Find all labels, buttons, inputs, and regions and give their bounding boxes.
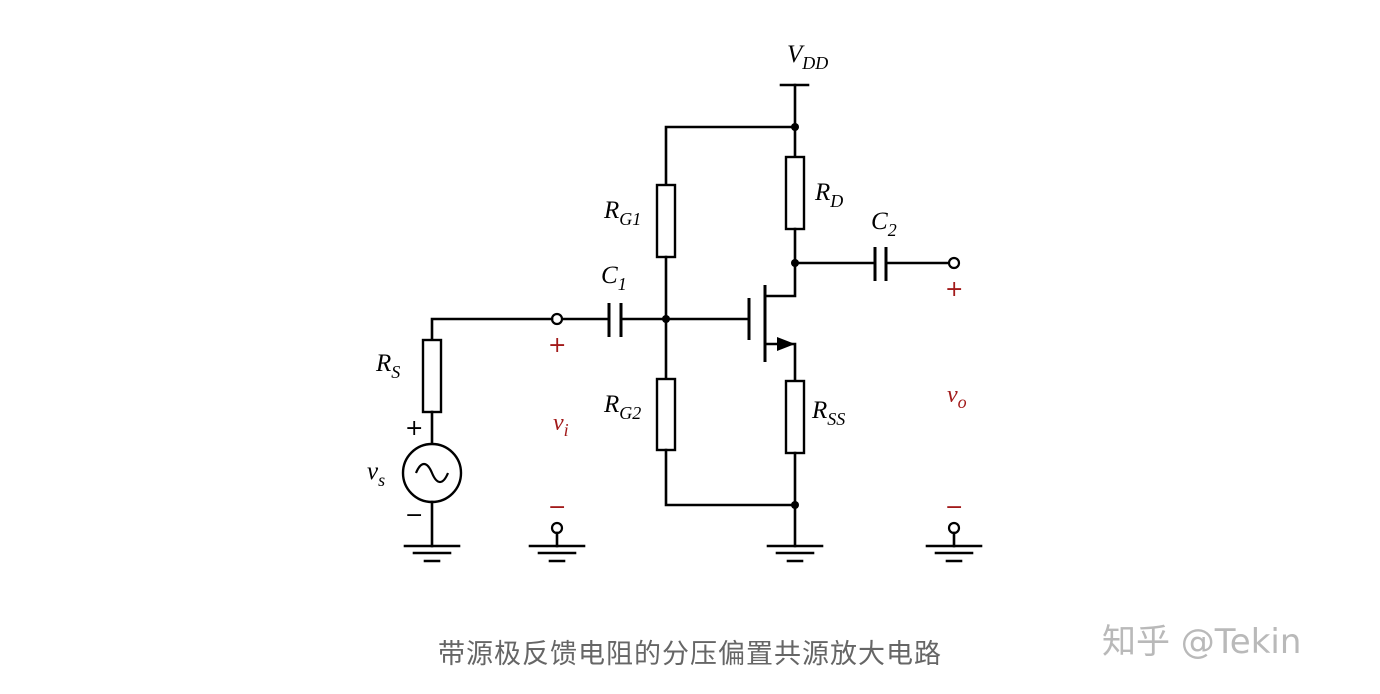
ground-icon	[925, 544, 983, 563]
top-wire	[664, 125, 797, 187]
source-plus-sign: +	[405, 416, 423, 441]
input-ground-terminal	[550, 521, 564, 535]
ground-icon	[528, 544, 586, 563]
c1-label: C1	[601, 262, 627, 294]
output-plus-sign: +	[945, 277, 963, 302]
diagram-caption: 带源极反馈电阻的分压偏置共源放大电路	[438, 639, 942, 670]
resistor-body	[655, 183, 677, 259]
wire	[664, 448, 797, 507]
input-minus-sign: −	[548, 495, 566, 520]
ground-icon	[766, 544, 824, 563]
source-arrow-icon	[777, 337, 795, 351]
output-port: + vo −	[945, 277, 967, 548]
junction-node	[791, 123, 799, 131]
output-minus-sign: −	[945, 495, 963, 520]
resistor-body	[421, 338, 443, 414]
output-ground-terminal	[947, 521, 961, 535]
ground-node	[791, 501, 799, 509]
resistor-rg2: RG2	[603, 377, 797, 507]
resistor-body	[784, 379, 806, 455]
source-minus-sign: −	[405, 503, 423, 528]
ground-icon	[403, 544, 461, 563]
input-terminal	[550, 312, 564, 326]
rss-label: RSS	[811, 397, 845, 429]
vdd-supply: VDD	[779, 41, 828, 159]
capacitor-c2: C2	[793, 208, 951, 281]
rg1-label: RG1	[603, 197, 641, 229]
rd-label: RD	[814, 179, 843, 211]
resistor-body	[784, 155, 806, 231]
input-port: + vi −	[548, 333, 569, 548]
ac-voltage-source: vs + −	[367, 416, 463, 548]
vo-label: vo	[947, 382, 967, 412]
vdd-label: VDD	[787, 41, 828, 73]
output-terminal	[947, 256, 961, 270]
resistor-rss: RSS	[784, 379, 845, 548]
input-plus-sign: +	[548, 333, 566, 358]
sine-wave-icon	[414, 462, 450, 484]
rg2-label: RG2	[603, 391, 641, 423]
watermark: 知乎 @Tekin	[1102, 622, 1302, 662]
c2-label: C2	[871, 208, 897, 240]
resistor-rs: RS	[375, 317, 554, 445]
vs-label: vs	[367, 458, 385, 490]
capacitor-c1: C1	[561, 262, 668, 337]
wire	[763, 227, 797, 298]
vi-label: vi	[553, 410, 569, 440]
rs-label: RS	[375, 350, 400, 382]
resistor-rd: RD	[763, 155, 843, 298]
resistor-body	[655, 377, 677, 452]
wire	[430, 317, 554, 342]
mosfet-m1	[664, 285, 797, 383]
